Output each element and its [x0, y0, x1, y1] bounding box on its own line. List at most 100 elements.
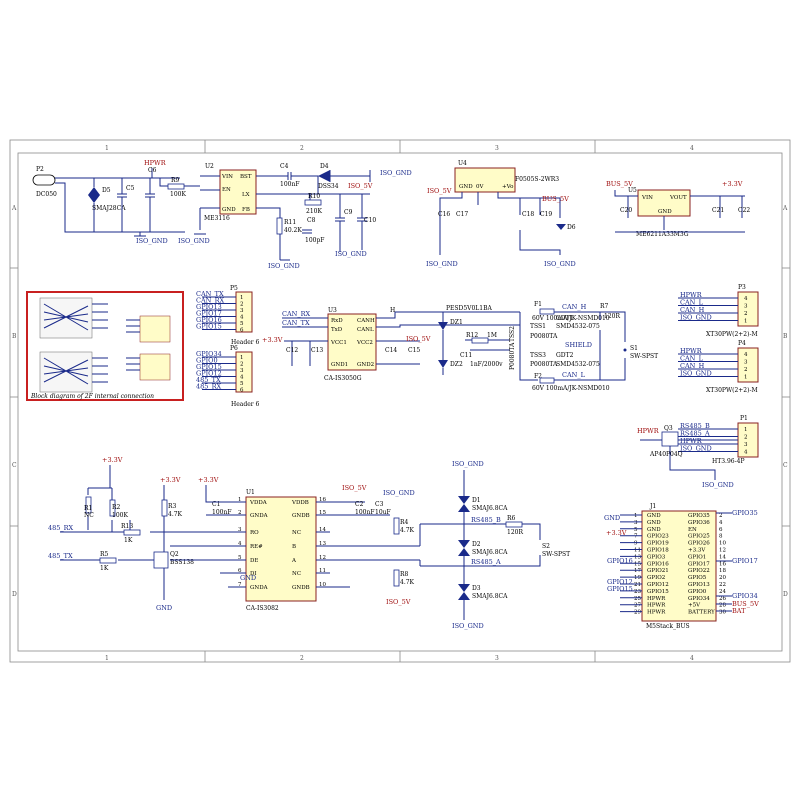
header-pin-number: 6 — [240, 328, 244, 334]
grid-row-b-right: B — [783, 333, 788, 340]
tss2-label: TSS2 — [509, 326, 516, 342]
c4-label: C4 — [280, 163, 289, 170]
dc050-label: DC050 — [36, 191, 57, 198]
r2-label: R2 — [112, 504, 121, 511]
header-net-label: GPIO16 — [196, 316, 222, 324]
inset-caption: Block diagram of 2F internal connection — [30, 393, 154, 400]
u1-right-pin-number: 16 — [319, 497, 326, 503]
u1-chip — [245, 496, 317, 602]
c20-label: C20 — [620, 207, 632, 214]
bus-5v-net-1: BUS_5V — [542, 195, 569, 203]
j1-ext-right-net: BAT — [732, 607, 746, 615]
c3-label: C3 — [375, 501, 384, 508]
j1-left-pin-number: 21 — [634, 582, 641, 588]
r9-resistor: R9 100K — [159, 177, 200, 198]
header-pin-number: 1 — [240, 355, 244, 361]
u4-chip — [454, 167, 516, 193]
connector-net-label: HPWR — [680, 347, 703, 355]
r7-label: R7 — [600, 303, 609, 310]
u1-right-pin-number: 14 — [319, 527, 326, 533]
u1-right-pin-number: 11 — [319, 568, 326, 574]
grid-col-2: 2 — [300, 145, 304, 152]
j1-left-pin: GPIO21 — [647, 568, 669, 574]
grid-col-3-bottom: 3 — [495, 655, 499, 662]
gnd-q2: GND — [156, 604, 172, 612]
connector-net-label: CAN_L — [680, 299, 704, 307]
tss2-part: P0080TA — [509, 342, 516, 370]
d5-diode-symbol — [88, 187, 100, 195]
iso-gnd-q3: ISO_GND — [702, 481, 734, 489]
u3-wires — [282, 311, 430, 366]
p6-label: P6 — [230, 345, 238, 352]
s1-contact — [623, 348, 627, 352]
r5-label: R5 — [100, 551, 109, 558]
connector-pin-number: 1 — [744, 375, 748, 381]
r10-value: 210K — [306, 208, 322, 215]
plus-3v3-net-j1: +3.3V — [606, 529, 627, 537]
grid-col-2-bottom: 2 — [300, 655, 304, 662]
header-net-label: GPIO0 — [196, 357, 218, 365]
r4-label: R4 — [400, 519, 409, 526]
r8-resistor — [393, 569, 400, 587]
j1-left-pin-number: 15 — [634, 561, 641, 567]
u1-label: U1 — [246, 489, 255, 496]
j1-left-pin: GND — [647, 513, 661, 519]
j1-right-pin-number: 24 — [719, 589, 726, 595]
d6-diode-symbol — [556, 224, 566, 230]
gnd-u1: GND — [240, 574, 256, 582]
c15-label: C15 — [408, 347, 420, 354]
485-rx-net: 485_RX — [48, 524, 74, 532]
u5-pin-vin: VIN — [641, 195, 653, 201]
j1-right-pin: GPIO34 — [688, 596, 710, 602]
header-pin-number: 2 — [240, 302, 244, 308]
connector-net-label: ISO_GND — [680, 445, 712, 453]
connector-pin-number: 1 — [744, 319, 748, 325]
gdt2-label: GDT2 — [556, 352, 574, 359]
p3-part: XT30PW(2+2)-M — [706, 331, 758, 338]
q3-mosfet: HPWR Q3 AP40P04Q ISO_GND — [637, 425, 738, 489]
u3-pin-vcc2: VCC2 — [356, 340, 373, 346]
u3-pin-rxd: RxD — [331, 318, 343, 324]
can-h-net: CAN_H — [562, 303, 587, 311]
d1-label: D1 — [472, 497, 481, 504]
j1-right-pin-number: 16 — [719, 561, 726, 567]
c17-label: C17 — [456, 211, 468, 218]
j1-ext-right-net: GPIO17 — [732, 557, 758, 565]
iso-5v-net-4: ISO_5V — [342, 484, 367, 492]
plus-3v3-net-5: +3.3V — [198, 476, 219, 484]
c16-label: C16 — [438, 211, 450, 218]
header-net-label: 485_RX — [196, 383, 222, 391]
rs485-wires — [419, 470, 541, 620]
inset-header-2 — [139, 353, 171, 381]
connector-net-label: CAN_H — [680, 362, 705, 370]
r7-value: 120R — [604, 313, 620, 320]
j1-left-pin-number: 23 — [634, 589, 641, 595]
d5-part: SMAJ28CA — [92, 205, 126, 212]
iso-5v-net-3: ISO_5V — [406, 335, 431, 343]
p3-label: P3 — [738, 284, 746, 291]
header-net-label: GPIO17 — [196, 310, 222, 318]
connector-net-label: CAN_L — [680, 355, 704, 363]
tss3-label: TSS3 — [530, 352, 546, 359]
bus-5v-net-2: BUS_5V — [606, 180, 633, 188]
tss3-part: P0080TA — [530, 361, 558, 368]
u2-pin-lx: LX — [242, 192, 250, 198]
connector-pin-number: 2 — [744, 367, 748, 373]
u5-label: U5 — [628, 187, 637, 194]
boost-output-section: C4 100nF D4 DSS34 ISO_5V ISO_GND R11 40.… — [268, 163, 412, 270]
grid-col-4: 4 — [690, 145, 694, 152]
r13-label: R13 — [121, 523, 133, 530]
s1-label: S1 — [630, 345, 638, 352]
grid-row-a-right: A — [782, 205, 788, 212]
iso-5v-net-1: ISO_5V — [348, 182, 373, 190]
dc-input-wires — [55, 177, 185, 233]
p4-body — [737, 347, 759, 383]
inset-header-1 — [139, 315, 171, 343]
header-pin-number: 6 — [240, 388, 244, 394]
d1-symbol — [458, 496, 470, 504]
dz-part: PESD5V0L1BA — [446, 305, 493, 312]
